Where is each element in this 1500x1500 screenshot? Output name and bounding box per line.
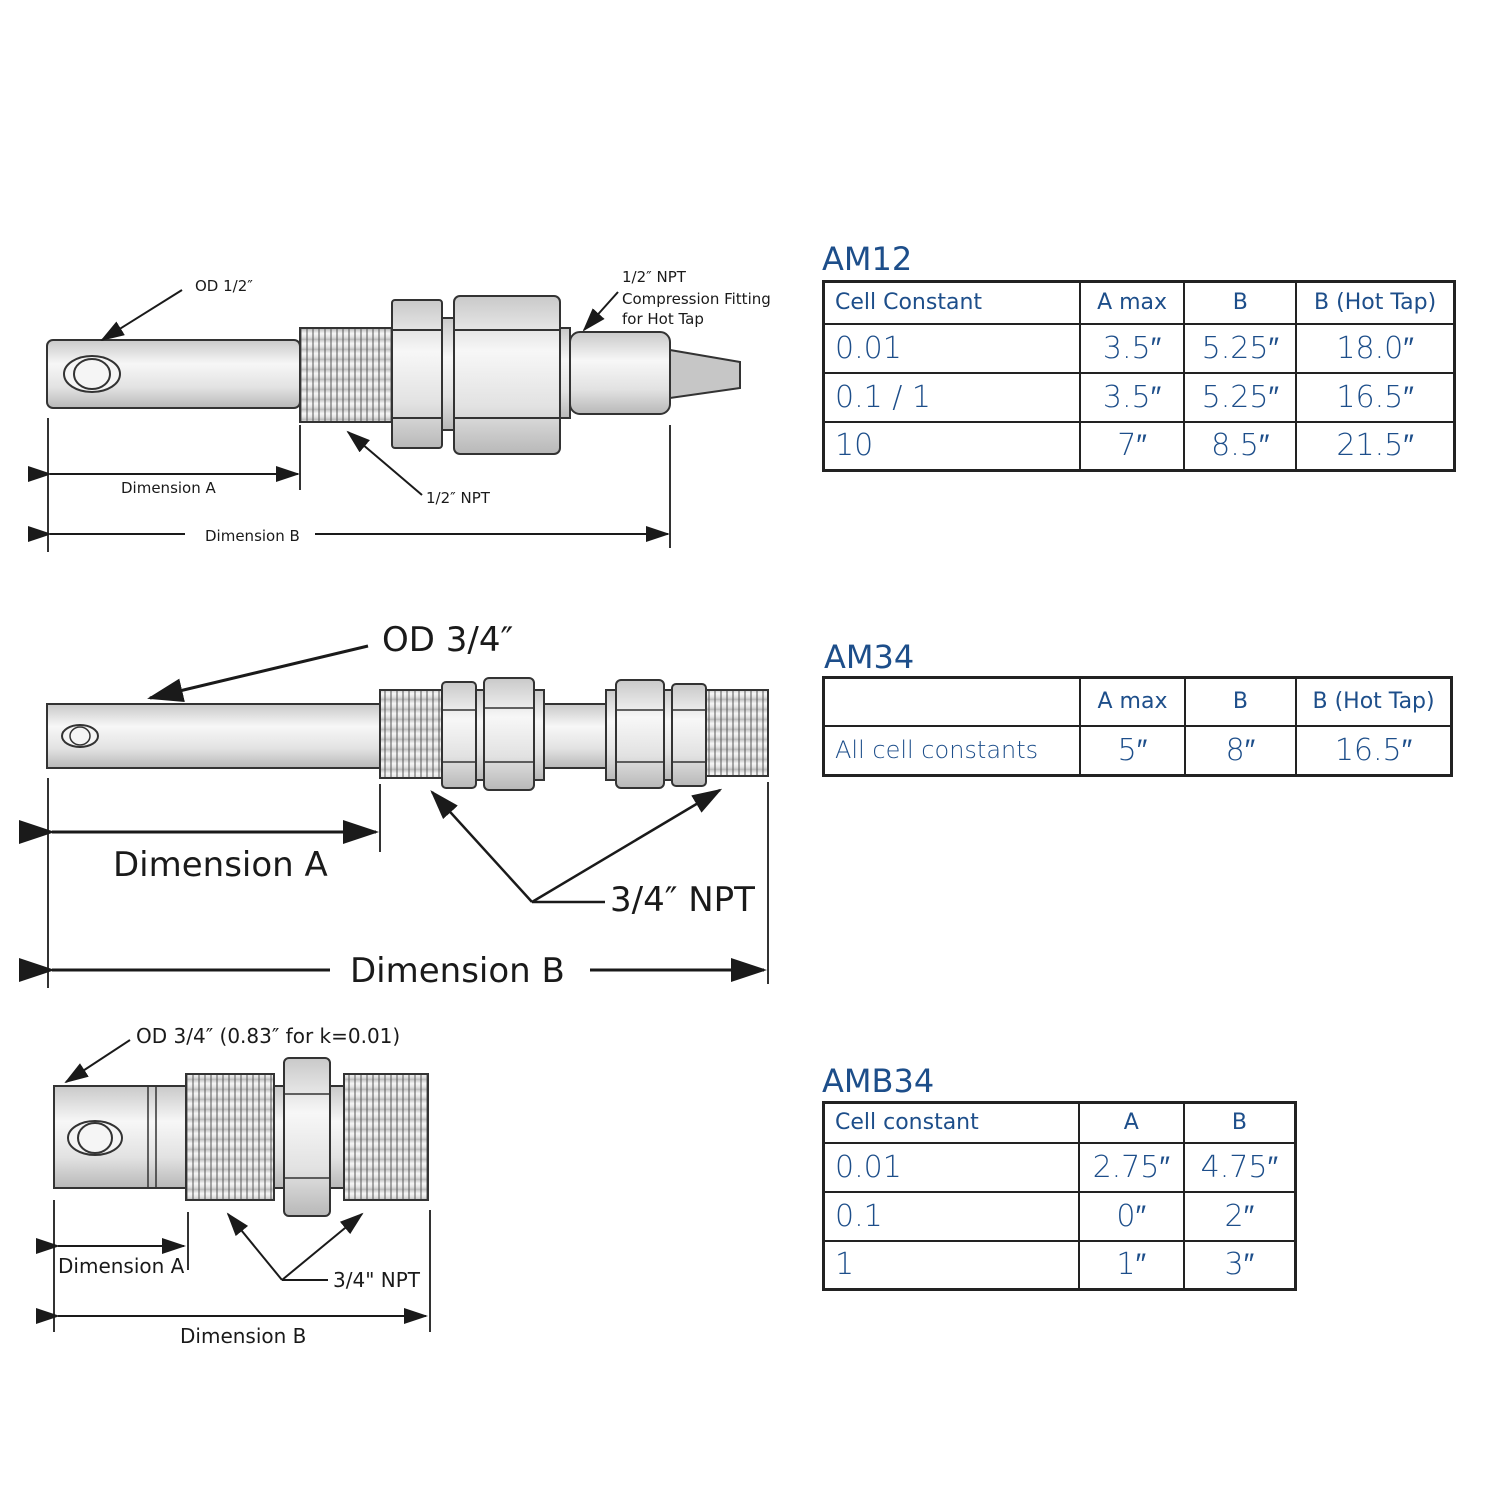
amb34-title: AMB34 bbox=[822, 1062, 935, 1100]
am34-probe-body bbox=[46, 703, 381, 769]
am12-fitting-label-3: for Hot Tap bbox=[622, 310, 704, 328]
am12-title: AM12 bbox=[822, 240, 913, 278]
table-cell: 16.5″ bbox=[1295, 724, 1453, 777]
table-cell: 3.5″ bbox=[1078, 322, 1186, 374]
table-cell: 4.75″ bbox=[1182, 1141, 1297, 1193]
am34-drawing bbox=[19, 644, 769, 988]
am12-dimension-a-label: Dimension A bbox=[121, 479, 216, 497]
am12-fitting-label-2: Compression Fitting bbox=[622, 290, 771, 308]
am34-center-tube bbox=[543, 703, 607, 769]
amb34-drawing bbox=[36, 1039, 431, 1332]
table-cell: 10 bbox=[822, 420, 1081, 472]
table-cell: 8″ bbox=[1183, 724, 1298, 777]
table-cell: 5.25″ bbox=[1183, 322, 1298, 374]
am34-hex-nut-1 bbox=[441, 681, 477, 789]
table-cell: 0″ bbox=[1077, 1190, 1185, 1242]
amb34-od-label: OD 3/4″ (0.83″ for k=0.01) bbox=[136, 1024, 401, 1048]
table-row: 1 1″ 3″ bbox=[822, 1239, 1297, 1291]
header-cell: A max bbox=[1079, 676, 1186, 727]
table-cell: 1 bbox=[822, 1239, 1080, 1291]
am34-spec-table: A max B B (Hot Tap) All cell constants 5… bbox=[822, 676, 1453, 777]
amb34-dimension-b-label: Dimension B bbox=[180, 1324, 307, 1348]
am34-hex-nut-2 bbox=[483, 677, 535, 791]
am34-npt-label: 3/4″ NPT bbox=[610, 880, 755, 920]
am12-rear-body bbox=[569, 331, 671, 415]
am12-drawing bbox=[28, 289, 741, 552]
am34-od-label: OD 3/4″ bbox=[382, 620, 514, 660]
table-row: 0.01 3.5″ 5.25″ 18.0″ bbox=[822, 322, 1456, 374]
amb34-npt-label: 3/4" NPT bbox=[333, 1268, 420, 1292]
amb34-sensor-hole bbox=[67, 1120, 123, 1156]
table-header-row: Cell constant A B bbox=[822, 1101, 1297, 1144]
table-cell: 5″ bbox=[1079, 724, 1186, 777]
header-cell: A max bbox=[1078, 280, 1186, 325]
table-cell: 3.5″ bbox=[1078, 371, 1186, 423]
table-cell: 5.25″ bbox=[1183, 371, 1298, 423]
header-cell: B bbox=[1183, 280, 1298, 325]
am12-spec-table: Cell Constant A max B B (Hot Tap) 0.01 3… bbox=[822, 280, 1456, 472]
table-cell: 16.5″ bbox=[1295, 371, 1456, 423]
header-cell bbox=[822, 676, 1082, 727]
table-row: 0.1 / 1 3.5″ 5.25″ 16.5″ bbox=[822, 371, 1456, 423]
table-row: 10 7″ 8.5″ 21.5″ bbox=[822, 420, 1456, 472]
header-cell: B (Hot Tap) bbox=[1295, 280, 1456, 325]
table-cell: 2.75″ bbox=[1077, 1141, 1185, 1193]
table-header-row: A max B B (Hot Tap) bbox=[822, 676, 1453, 727]
table-cell: 8.5″ bbox=[1183, 420, 1298, 472]
amb34-threads-front bbox=[185, 1073, 275, 1201]
amb34-threads-rear bbox=[343, 1073, 429, 1201]
am12-sensor-hole bbox=[63, 355, 121, 393]
table-cell: 2″ bbox=[1182, 1190, 1297, 1242]
header-cell: B bbox=[1182, 1101, 1297, 1144]
amb34-hex-nut bbox=[283, 1057, 331, 1217]
table-cell: All cell constants bbox=[822, 724, 1082, 777]
table-cell: 18.0″ bbox=[1295, 322, 1456, 374]
am12-dimension-b-label: Dimension B bbox=[205, 527, 300, 545]
table-cell: 0.1 bbox=[822, 1190, 1080, 1242]
am12-cable-boot bbox=[669, 348, 741, 400]
am12-fitting-label-1: 1/2″ NPT bbox=[622, 268, 686, 286]
am34-dimension-a-label: Dimension A bbox=[113, 845, 328, 885]
am12-compression-fitting bbox=[453, 295, 561, 455]
am12-threads bbox=[299, 327, 393, 423]
table-cell: 21.5″ bbox=[1295, 420, 1456, 472]
am34-sensor-hole bbox=[61, 724, 99, 748]
am12-hex-nut bbox=[391, 299, 443, 449]
header-cell: Cell Constant bbox=[822, 280, 1081, 325]
table-row: 0.1 0″ 2″ bbox=[822, 1190, 1297, 1242]
am34-threads-front bbox=[379, 689, 443, 779]
am34-title: AM34 bbox=[824, 638, 915, 676]
am34-hex-nut-3 bbox=[615, 679, 665, 789]
amb34-dimension-a-label: Dimension A bbox=[58, 1254, 185, 1278]
am12-npt-label: 1/2″ NPT bbox=[426, 489, 490, 507]
header-cell: B bbox=[1183, 676, 1298, 727]
am12-od-label: OD 1/2″ bbox=[195, 277, 253, 295]
table-cell: 3″ bbox=[1182, 1239, 1297, 1291]
am34-hex-nut-4 bbox=[671, 683, 707, 787]
table-cell: 0.1 / 1 bbox=[822, 371, 1081, 423]
am34-dimension-b-label: Dimension B bbox=[350, 951, 565, 991]
am34-threads-rear bbox=[705, 689, 769, 777]
header-cell: Cell constant bbox=[822, 1101, 1080, 1144]
table-cell: 0.01 bbox=[822, 1141, 1080, 1193]
amb34-spec-table: Cell constant A B 0.01 2.75″ 4.75″ 0.1 0… bbox=[822, 1101, 1297, 1291]
table-cell: 1″ bbox=[1077, 1239, 1185, 1291]
table-row: 0.01 2.75″ 4.75″ bbox=[822, 1141, 1297, 1193]
table-cell: 7″ bbox=[1078, 420, 1186, 472]
table-row: All cell constants 5″ 8″ 16.5″ bbox=[822, 724, 1453, 777]
header-cell: A bbox=[1077, 1101, 1185, 1144]
table-cell: 0.01 bbox=[822, 322, 1081, 374]
header-cell: B (Hot Tap) bbox=[1295, 676, 1453, 727]
table-header-row: Cell Constant A max B B (Hot Tap) bbox=[822, 280, 1456, 325]
